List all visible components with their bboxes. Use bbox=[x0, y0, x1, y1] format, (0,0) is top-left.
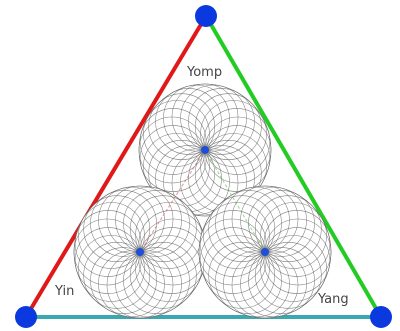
right-center-dot bbox=[261, 248, 269, 256]
left-center-dot bbox=[136, 248, 144, 256]
spiral-ring bbox=[123, 190, 190, 257]
spiral-ring bbox=[200, 100, 267, 167]
spiral-ring bbox=[263, 210, 331, 277]
spiral-ring bbox=[195, 93, 262, 160]
spiral-ring bbox=[180, 84, 247, 152]
spiral-ring bbox=[255, 195, 322, 262]
top-vertex-node[interactable] bbox=[195, 5, 217, 27]
yang-label: Yang bbox=[317, 292, 349, 307]
spiral-ring bbox=[188, 88, 255, 155]
yang-edge bbox=[204, 14, 383, 319]
yin-edge bbox=[24, 14, 208, 319]
left-vertex-node[interactable] bbox=[15, 306, 37, 328]
spiral-ring bbox=[240, 186, 307, 254]
spiral-ring bbox=[260, 202, 327, 269]
spiral-ring bbox=[203, 108, 271, 175]
spiral-ring bbox=[130, 195, 197, 262]
connector-top-left bbox=[139, 149, 206, 253]
spiral-ring bbox=[115, 186, 182, 254]
yomp-label: Yomp bbox=[186, 65, 222, 80]
top-center-dot bbox=[201, 146, 209, 154]
right-vertex-node[interactable] bbox=[370, 306, 392, 328]
yin-label: Yin bbox=[54, 284, 74, 299]
